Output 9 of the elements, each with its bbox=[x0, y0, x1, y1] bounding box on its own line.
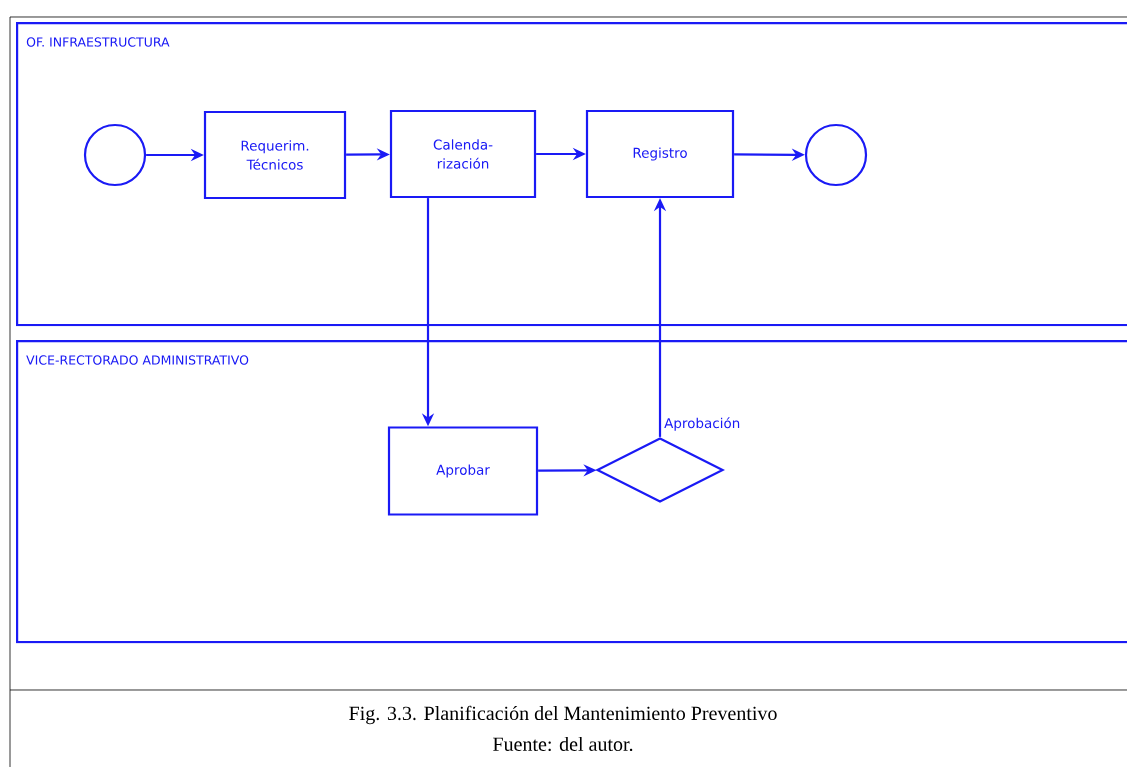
figure-caption: Fig. 3.3. Planificación del Mantenimiento Preventivo bbox=[349, 705, 777, 725]
event-circle bbox=[804, 123, 868, 187]
node-caption: Aprobación bbox=[664, 417, 740, 431]
process-box: Requerim. Técnicos bbox=[203, 110, 347, 200]
event-circle bbox=[83, 123, 147, 187]
process-box: Aprobar bbox=[387, 426, 539, 516]
process-box: Calenda- rización bbox=[389, 109, 537, 199]
process-box: Registro bbox=[585, 109, 735, 199]
source-note: Fuente: del autor. bbox=[493, 736, 633, 752]
